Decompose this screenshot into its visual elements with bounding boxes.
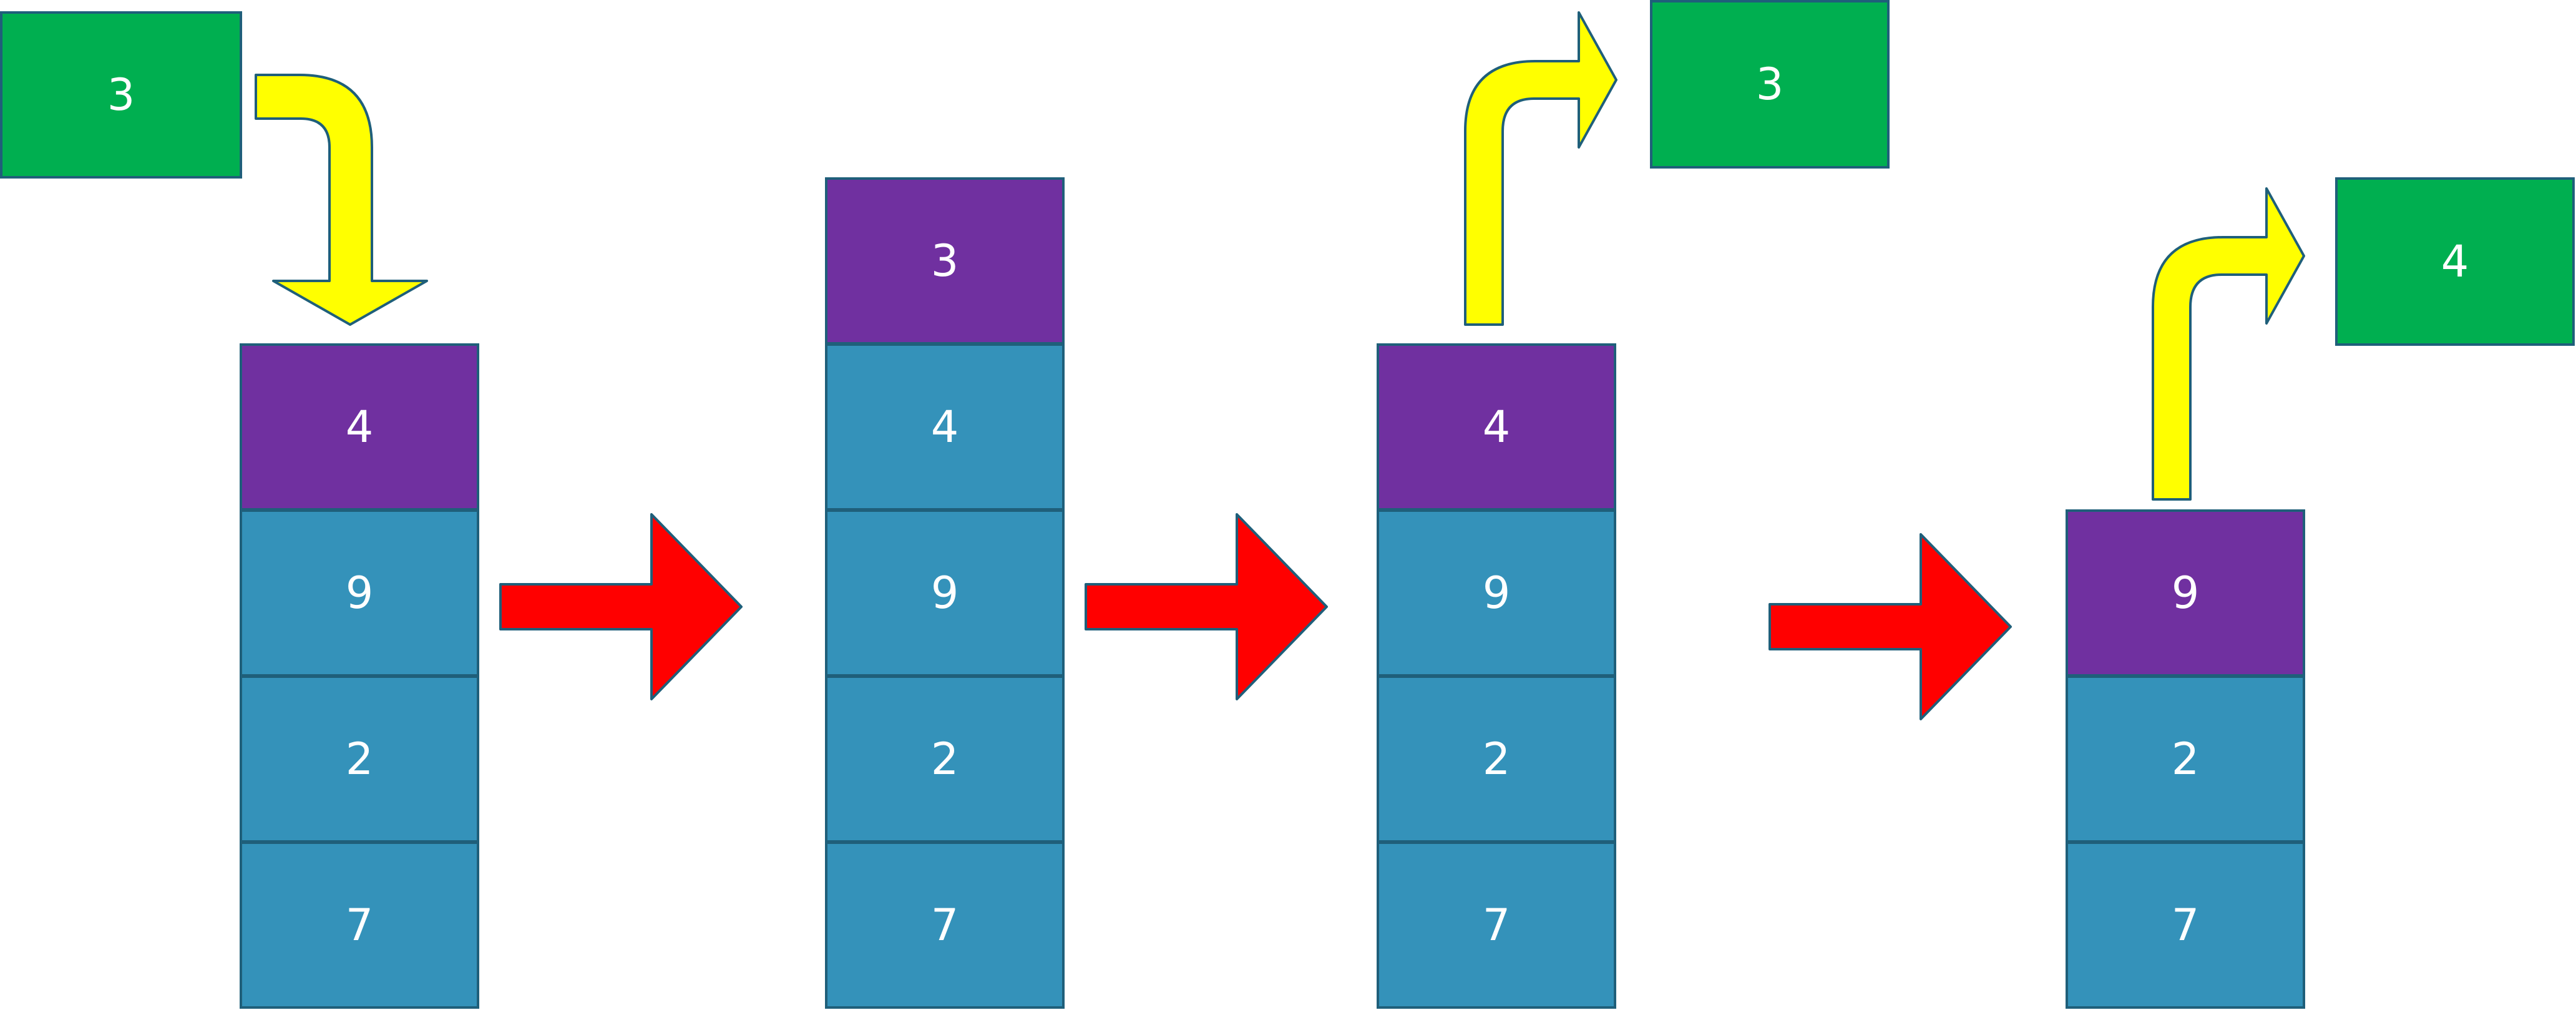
stack-2-cell: 9: [825, 509, 1065, 677]
stack-4-cell: 7: [2066, 841, 2305, 1009]
stack-3-cell: 2: [1377, 675, 1616, 843]
outgoing-value-box: 4: [2335, 177, 2575, 346]
stack-3-cell: 7: [1377, 841, 1616, 1009]
stack-4-cell-top: 9: [2066, 509, 2305, 677]
stack-2-cell: 7: [825, 841, 1065, 1009]
stack-4-cell: 2: [2066, 675, 2305, 843]
stack-2-cell-top: 3: [825, 177, 1065, 345]
stack-1-cell: 7: [240, 841, 479, 1009]
stack-2-cell: 2: [825, 675, 1065, 843]
stack-2-cell: 4: [825, 343, 1065, 511]
outgoing-value-box: 3: [1650, 0, 1890, 169]
stack-1-cell: 2: [240, 675, 479, 843]
stack-3-cell: 9: [1377, 509, 1616, 677]
stack-1-cell: 9: [240, 509, 479, 677]
stack-3-cell-top: 4: [1377, 343, 1616, 511]
incoming-value-box: 3: [0, 11, 242, 179]
